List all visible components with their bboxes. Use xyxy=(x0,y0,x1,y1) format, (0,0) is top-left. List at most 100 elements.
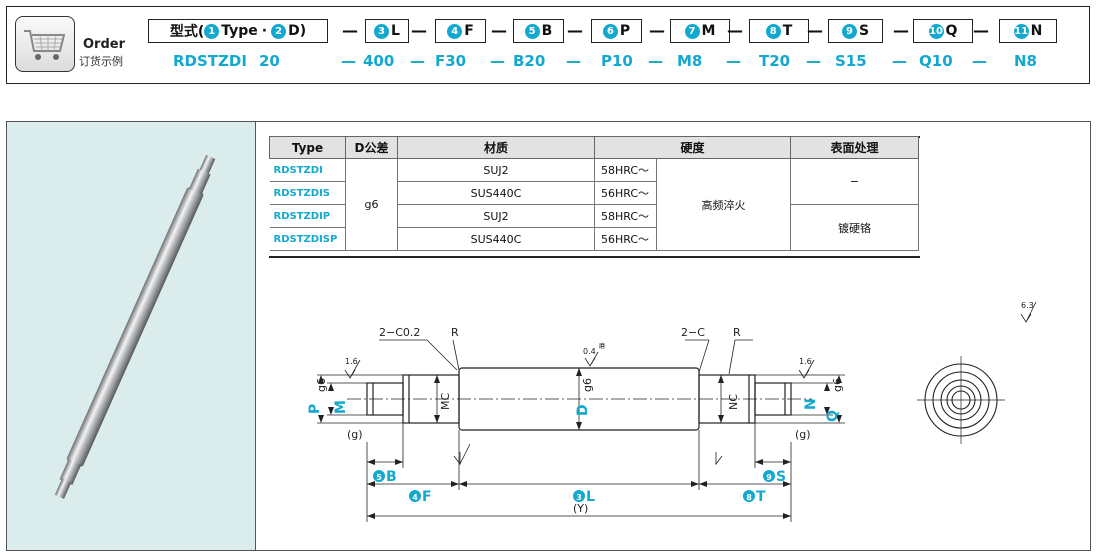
code-letter: L xyxy=(391,23,400,39)
table-row: RDSTZDIP SUJ2 58HRC～ 镀硬铬 xyxy=(269,204,919,251)
th-type: Type xyxy=(269,136,346,159)
material-cell: SUS440C xyxy=(397,181,595,205)
code-letter: N xyxy=(1030,23,1043,39)
code-dash: — xyxy=(411,21,427,40)
hardness-cell: 56HRC～ xyxy=(594,181,657,205)
code-num: 9 xyxy=(841,23,857,39)
dim-p: P xyxy=(307,404,323,414)
code-dash: — xyxy=(727,21,743,40)
hardness-cell: 56HRC～ xyxy=(594,227,657,251)
chamfer-right-label: 2−C xyxy=(681,326,705,339)
dim-b: B xyxy=(386,469,397,485)
value-dash: — xyxy=(806,52,821,70)
code-num: 10 xyxy=(928,23,944,39)
dim-num-t: 8 xyxy=(746,493,752,502)
th-surface: 表面处理 xyxy=(790,136,919,159)
grind-mark: 磨 xyxy=(599,342,605,350)
type-cell: RDSTZDIS xyxy=(269,181,346,205)
dim-num-l: 3 xyxy=(576,493,582,502)
table-row: RDSTZDISP SUS440C 56HRC～ xyxy=(269,227,919,251)
dim-q: Q xyxy=(825,410,841,422)
code-letter: T xyxy=(782,23,793,39)
code-num: 11 xyxy=(1013,23,1029,39)
g6-label: g6 xyxy=(581,378,594,392)
type-cell: RDSTZDI xyxy=(269,158,346,182)
dim-s: S xyxy=(776,469,786,485)
code-letter: B xyxy=(541,23,553,39)
code-num: 6 xyxy=(602,23,618,39)
material-cell: SUJ2 xyxy=(397,204,595,228)
code-num: 5 xyxy=(524,23,540,39)
th-hardness: 硬度 xyxy=(594,136,791,159)
dim-num-s: 9 xyxy=(766,473,772,482)
code-letter: P xyxy=(619,23,631,39)
code-value: F30 xyxy=(435,52,467,70)
value-d: 20 xyxy=(259,52,280,70)
code-letter: F xyxy=(464,23,474,39)
code-dash: — xyxy=(567,21,583,40)
order-sub-label: 订货示例 xyxy=(79,55,123,68)
code-dash: — xyxy=(491,21,507,40)
value-dash: — xyxy=(490,52,505,70)
value-dash: — xyxy=(892,52,907,70)
shaft-drawing: 2−C0.2 R 2−C R 1.6 1.6 0.4 磨 6.3 (g) (g)… xyxy=(307,301,1037,522)
nc-label: NC xyxy=(727,394,740,410)
table-bottom-rule xyxy=(269,256,920,258)
shopping-cart-icon xyxy=(15,16,75,72)
hardness-cell: 58HRC～ xyxy=(594,204,657,228)
dim-f: F xyxy=(422,489,432,505)
code-letter: Q xyxy=(945,23,958,39)
code-value: T20 xyxy=(759,52,791,70)
table-row: RDSTZDI g6 SUJ2 58HRC～ 高频淬火 − xyxy=(269,158,919,251)
value-type: RDSTZDI xyxy=(173,52,247,70)
code-num: 7 xyxy=(684,23,700,39)
code-dash: — xyxy=(893,21,909,40)
tolerance-cell: g6 xyxy=(345,158,398,251)
code-value: 400 xyxy=(363,52,395,70)
product-detail-panel: Type D公差 材质 硬度 表面处理 RDSTZDI g6 SUJ2 58HR… xyxy=(6,121,1091,551)
end-view xyxy=(917,356,1005,444)
hardening-cell: 高频淬火 xyxy=(656,158,791,251)
dim-num-f: 4 xyxy=(412,493,418,502)
code-value: S15 xyxy=(835,52,867,70)
code-letter: S xyxy=(858,23,870,39)
dim-n: N xyxy=(803,398,819,410)
roughness-label: 0.4 xyxy=(583,347,596,356)
roughness-label: 6.3 xyxy=(1021,301,1034,310)
dim-d: D xyxy=(575,404,591,416)
value-dash: — xyxy=(566,52,581,70)
g-label-left: (g) xyxy=(347,428,363,441)
dim-t: T xyxy=(756,489,766,505)
code-dash: — xyxy=(342,21,358,40)
value-dash: — xyxy=(341,52,356,70)
code-letter: M xyxy=(701,23,716,39)
code-dash: — xyxy=(973,21,989,40)
chamfer-left-label: 2−C0.2 xyxy=(379,326,420,339)
radius-left-label: R xyxy=(451,326,459,339)
code-value: B20 xyxy=(513,52,546,70)
code-value: M8 xyxy=(677,52,703,70)
spec-table: Type D公差 材质 硬度 表面处理 RDSTZDI g6 SUJ2 58HR… xyxy=(269,136,919,251)
surface-cell: − xyxy=(790,158,919,205)
dim-m: M xyxy=(333,400,349,414)
th-material: 材质 xyxy=(397,136,595,159)
value-dash: — xyxy=(726,52,741,70)
radius-right-label: R xyxy=(733,326,741,339)
surface-cell: 镀硬铬 xyxy=(790,204,919,251)
th-tolerance: D公差 xyxy=(345,136,398,159)
code-value: Q10 xyxy=(919,52,953,70)
product-photo xyxy=(7,122,256,550)
code-num: 8 xyxy=(765,23,781,39)
hardness-cell: 58HRC～ xyxy=(594,158,657,182)
